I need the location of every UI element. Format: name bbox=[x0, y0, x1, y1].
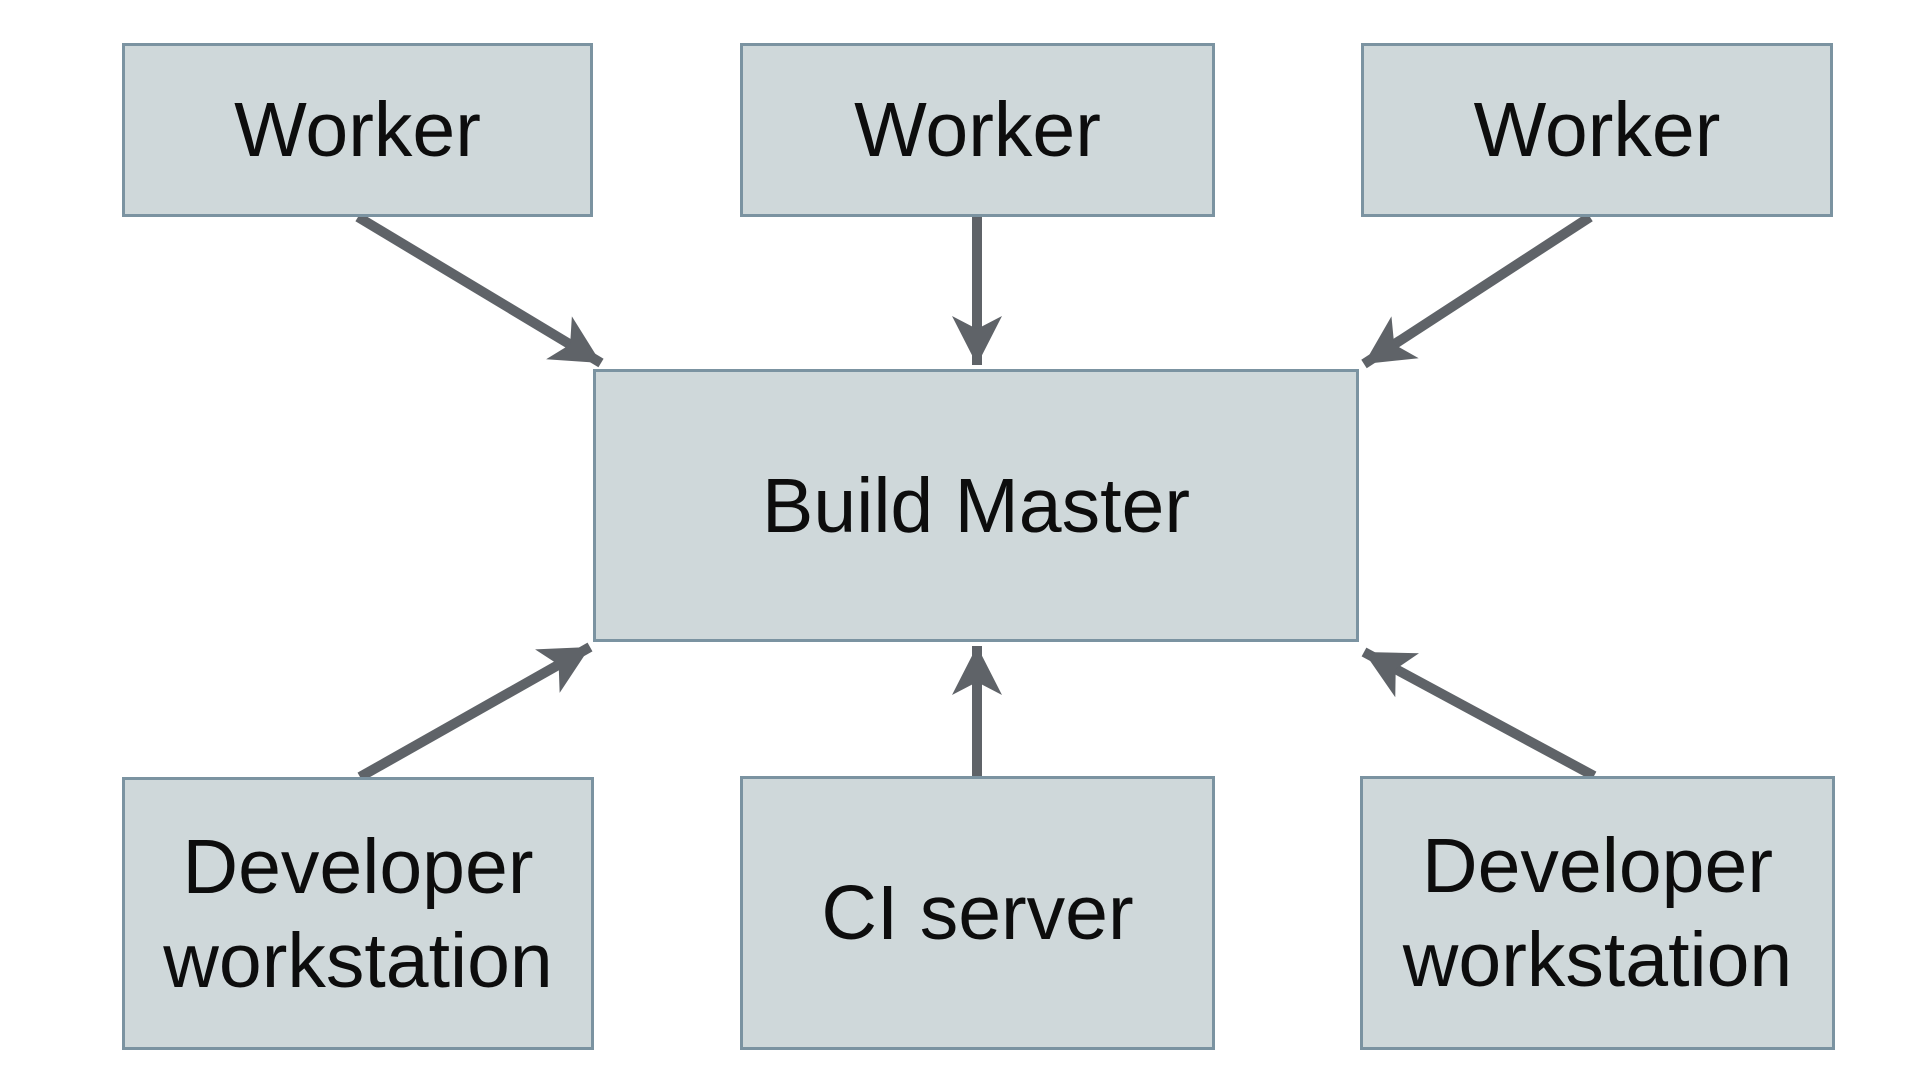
node-dev-workstation-left[interactable]: Developer workstation bbox=[122, 777, 594, 1050]
arrow-dev-workstation-left-to-build-master[interactable] bbox=[357, 642, 593, 782]
node-ci-server[interactable]: CI server bbox=[740, 776, 1215, 1050]
node-dev-workstation-left-label: Developer workstation bbox=[163, 823, 553, 1004]
node-worker-center[interactable]: Worker bbox=[740, 43, 1215, 217]
node-build-master-label: Build Master bbox=[762, 462, 1190, 549]
node-worker-left-label: Worker bbox=[234, 87, 481, 173]
node-ci-server-label: CI server bbox=[821, 870, 1134, 956]
node-worker-center-label: Worker bbox=[854, 87, 1101, 173]
arrow-worker-left-to-build-master[interactable] bbox=[355, 212, 604, 368]
node-dev-workstation-right-label: Developer workstation bbox=[1402, 823, 1793, 1003]
node-worker-right-label: Worker bbox=[1473, 87, 1721, 173]
arrow-dev-workstation-right-to-build-master[interactable] bbox=[1361, 647, 1597, 781]
node-worker-left[interactable]: Worker bbox=[122, 43, 593, 217]
node-worker-right[interactable]: Worker bbox=[1361, 43, 1833, 217]
node-build-master[interactable]: Build Master bbox=[593, 369, 1359, 642]
arrow-worker-right-to-build-master[interactable] bbox=[1361, 212, 1593, 369]
node-dev-workstation-right[interactable]: Developer workstation bbox=[1360, 776, 1835, 1050]
